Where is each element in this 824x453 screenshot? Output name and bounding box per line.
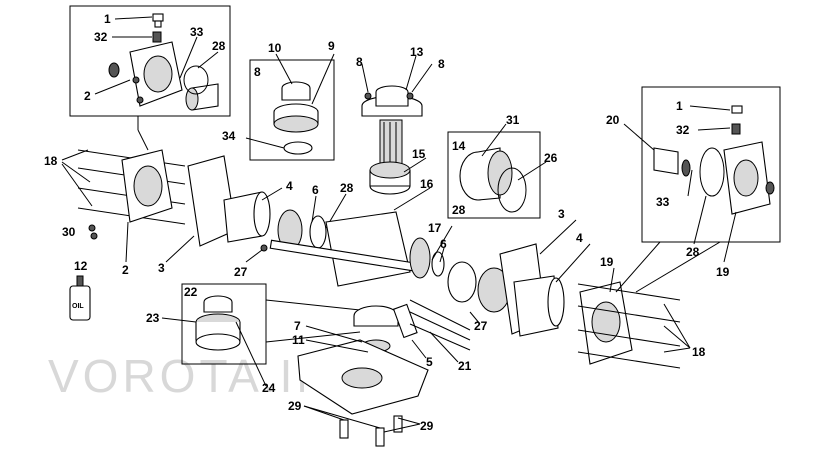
part-label-18: 18 — [692, 345, 706, 359]
oil-bottle-text: OIL — [72, 303, 84, 310]
part-label-21: 21 — [458, 359, 472, 373]
bolt-part — [152, 13, 164, 22]
part-label-9: 9 — [328, 39, 335, 53]
part-label-18: 18 — [44, 154, 58, 168]
part-label-27: 27 — [234, 265, 248, 279]
part-label-28: 28 — [340, 181, 354, 195]
part-label-33: 33 — [656, 195, 670, 209]
part-label-30: 30 — [62, 225, 76, 239]
part-label-1: 1 — [104, 12, 111, 26]
part-label-28: 28 — [212, 39, 226, 53]
central-gearbox-housing — [269, 211, 511, 313]
part-label-27: 27 — [474, 319, 488, 333]
output-shaft-assembly — [361, 55, 433, 211]
part-label-3: 3 — [558, 207, 565, 221]
part-label-10: 10 — [268, 41, 282, 55]
part-label-26: 26 — [544, 151, 558, 165]
part-label-8: 8 — [254, 65, 261, 79]
oil-bottle-part: OIL — [69, 275, 91, 321]
left-motor-assembly — [61, 149, 347, 263]
part-label-32: 32 — [676, 123, 690, 137]
part-label-4: 4 — [576, 231, 583, 245]
part-label-11: 11 — [292, 333, 305, 347]
part-label-3: 3 — [158, 261, 165, 275]
part-label-23: 23 — [146, 311, 160, 325]
part-label-29: 29 — [420, 419, 434, 433]
part-label-28: 28 — [686, 245, 700, 259]
right-motor-assembly — [499, 219, 691, 369]
part-label-28: 28 — [452, 203, 466, 217]
part-label-8: 8 — [438, 57, 445, 71]
part-label-22: 22 — [184, 285, 198, 299]
part-label-1: 1 — [676, 99, 683, 113]
part-label-19: 19 — [716, 265, 730, 279]
detail-box-right-cover — [615, 86, 781, 293]
part-number-labels: 1 32 33 28 2 10 9 8 34 8 13 8 18 30 2 3 … — [44, 12, 730, 433]
part-label-34: 34 — [222, 129, 236, 143]
mounting-plate-assembly — [297, 299, 481, 447]
part-label-5: 5 — [426, 355, 433, 369]
detail-box-left-cover — [69, 5, 231, 151]
part-label-2: 2 — [122, 263, 129, 277]
nipple-part — [152, 31, 162, 43]
part-label-24: 24 — [262, 381, 276, 395]
part-label-8: 8 — [356, 55, 363, 69]
part-label-2: 2 — [84, 89, 91, 103]
part-label-20: 20 — [606, 113, 620, 127]
part-label-33: 33 — [190, 25, 204, 39]
part-label-17: 17 — [428, 221, 442, 235]
part-label-12: 12 — [74, 259, 88, 273]
part-label-6: 6 — [312, 183, 319, 197]
detail-box-lower-seal-kit — [161, 283, 361, 387]
part-label-32: 32 — [94, 30, 108, 44]
seal-ring-part — [183, 65, 209, 95]
part-label-6: 6 — [440, 237, 447, 251]
part-label-7: 7 — [294, 319, 301, 333]
part-label-14: 14 — [452, 139, 466, 153]
part-label-29: 29 — [288, 399, 302, 413]
detail-box-seal-kit — [245, 53, 335, 161]
part-label-31: 31 — [506, 113, 520, 127]
part-label-15: 15 — [412, 147, 426, 161]
detail-box-bearing-kit — [447, 123, 547, 219]
part-label-16: 16 — [420, 177, 434, 191]
part-label-4: 4 — [286, 179, 293, 193]
part-label-19: 19 — [600, 255, 614, 269]
pinion-part — [108, 62, 120, 78]
part-label-13: 13 — [410, 45, 424, 59]
